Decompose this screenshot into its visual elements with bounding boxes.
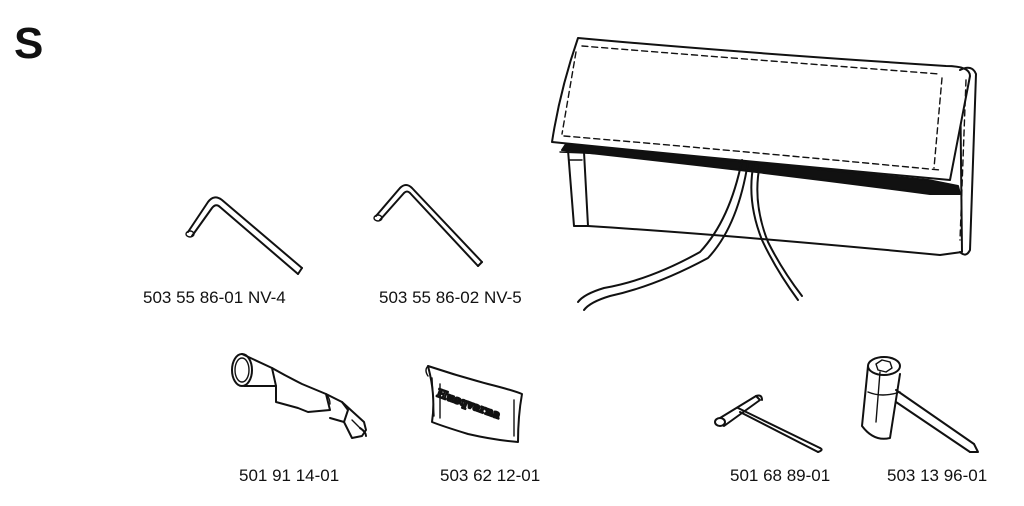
part-code: NV-5 (483, 288, 522, 307)
part-label-pouch: 503 62 12-01 (440, 467, 540, 484)
hex-key-icon (185, 196, 303, 275)
hex-key-icon (373, 184, 483, 267)
part-label-t-wrench: 501 68 89-01 (730, 467, 830, 484)
part-number: 503 62 12-01 (440, 466, 541, 485)
part-number: 501 91 14-01 (239, 466, 340, 485)
part-number: 501 68 89-01 (730, 466, 831, 485)
brand-text: Husqvarna (435, 387, 502, 422)
bar-cover-icon (551, 37, 977, 311)
part-label-punch: 501 91 14-01 (239, 467, 339, 484)
punch-tool-icon (231, 353, 367, 439)
part-code: NV-4 (247, 288, 286, 307)
t-wrench-icon (714, 394, 823, 453)
part-label-combi: 503 13 96-01 (887, 467, 987, 484)
tool-pouch-icon: Husqvarna (425, 365, 523, 443)
part-number: 503 13 96-01 (887, 466, 988, 485)
part-number: 503 55 86-01 (143, 288, 244, 307)
part-label-nv4: 503 55 86-01 NV-4 (143, 289, 286, 306)
part-label-nv5: 503 55 86-02 NV-5 (379, 289, 522, 306)
section-letter: S (14, 19, 44, 68)
part-number: 503 55 86-02 (379, 288, 480, 307)
combi-wrench-icon (861, 356, 979, 453)
